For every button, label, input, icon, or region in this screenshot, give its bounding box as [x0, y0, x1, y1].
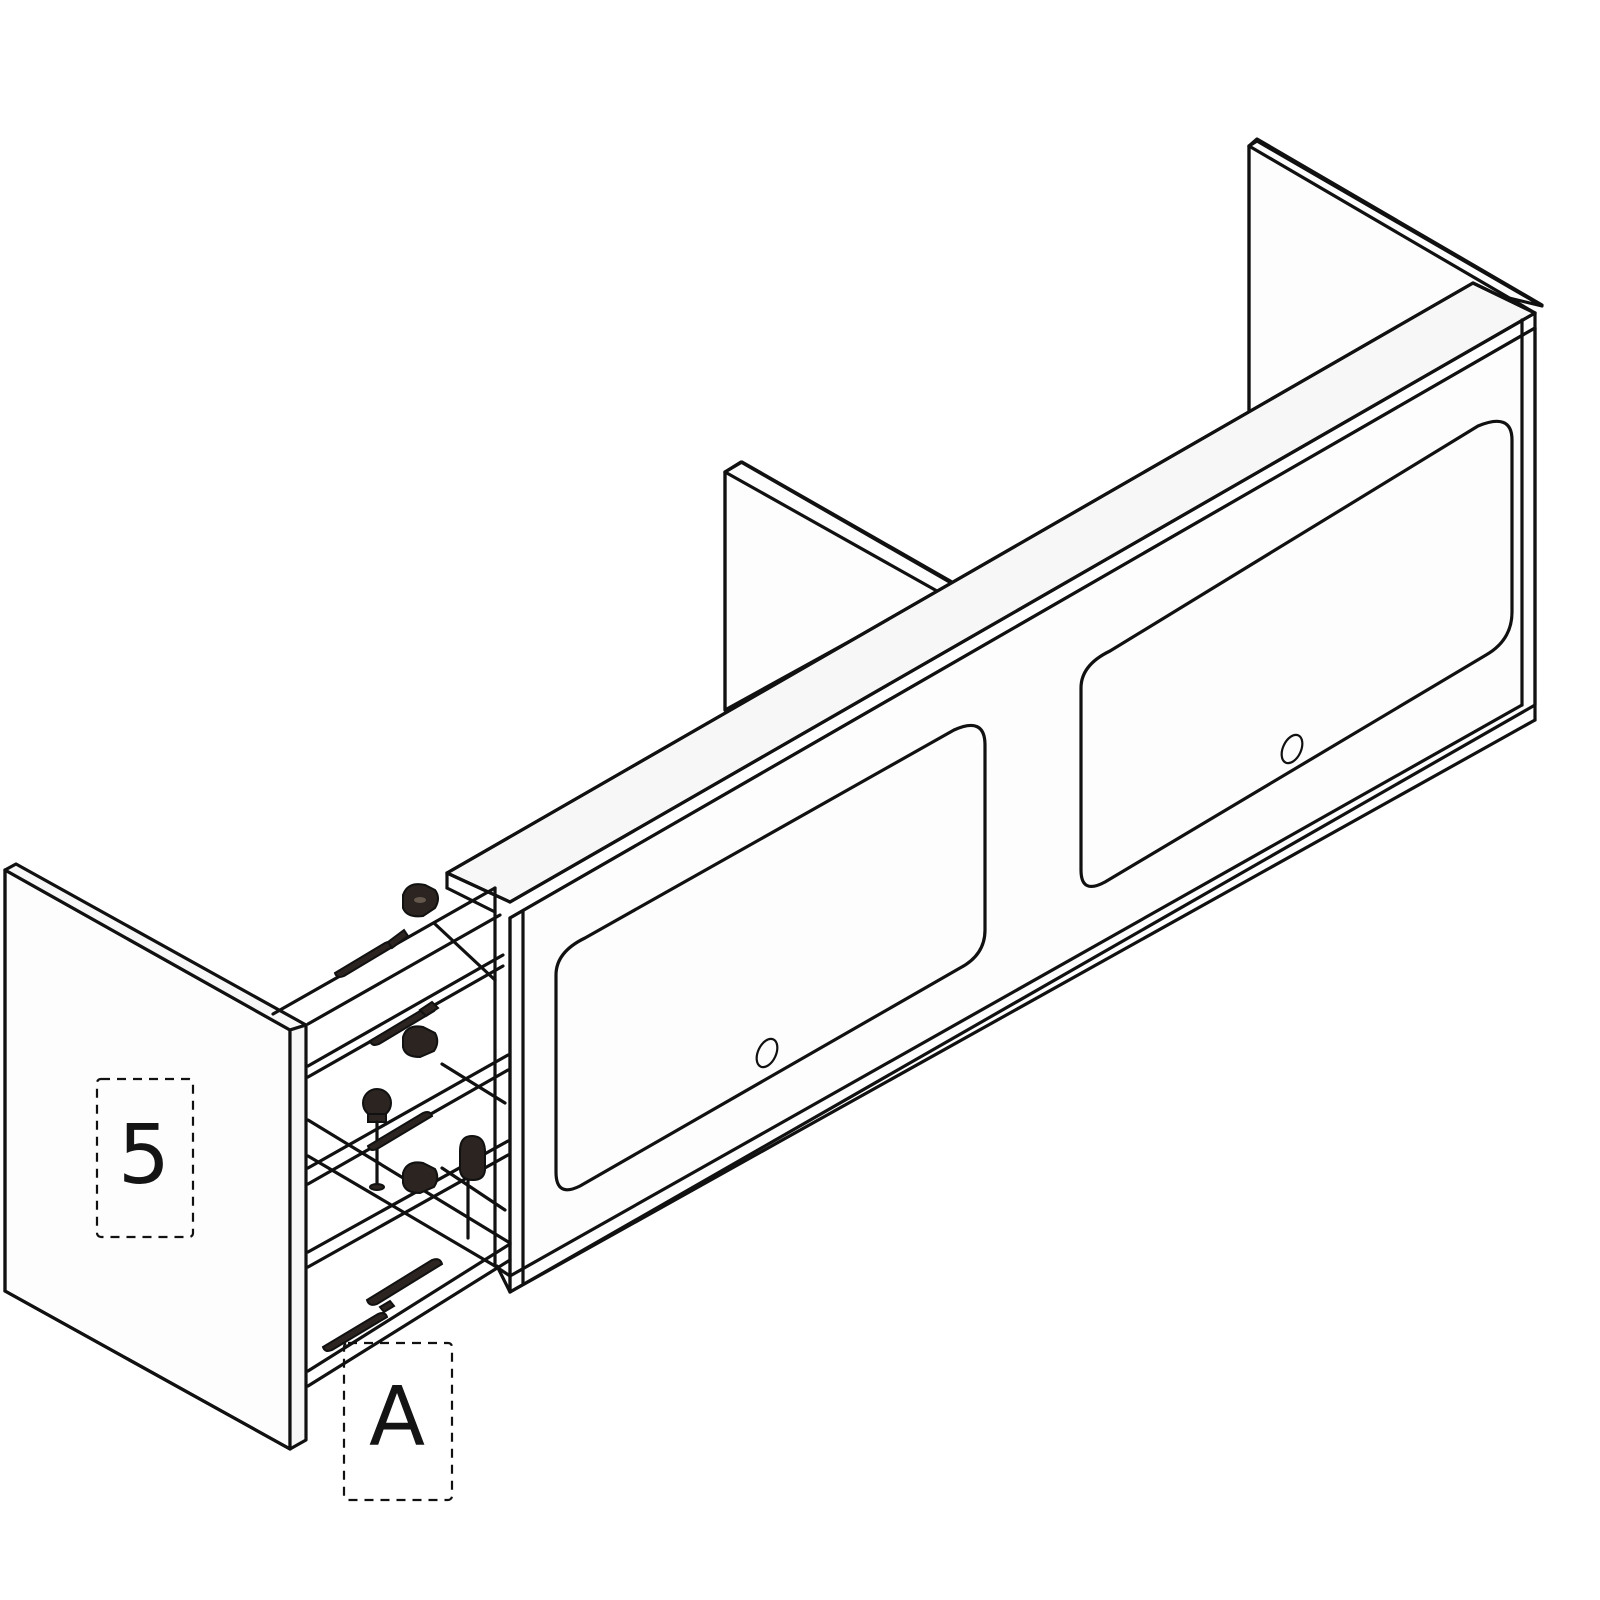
cam-lock-upper [368, 1000, 440, 1059]
side-panel-5 [3, 862, 308, 1451]
cam-bolt-standing [459, 1134, 486, 1240]
hardware-callout-label: A [368, 1370, 426, 1465]
cam-lock-lower [321, 1258, 444, 1352]
part-number-label: 5 [117, 1108, 171, 1203]
hardware-a-fittings [321, 883, 486, 1352]
cabinet-front-face [495, 311, 1537, 1294]
part-5-callout-box [95, 1077, 195, 1239]
back-right-panel [1247, 137, 1544, 414]
left-door-knob-hole [755, 1037, 779, 1069]
hardware-a-callout-box [342, 1341, 454, 1502]
left-door-panel [554, 723, 987, 1192]
right-door-knob-hole [1280, 733, 1304, 765]
dowel-pin [362, 1088, 392, 1191]
cam-lock-top [333, 883, 439, 978]
cam-lock-middle [366, 1111, 439, 1195]
right-door-panel [1079, 419, 1514, 889]
